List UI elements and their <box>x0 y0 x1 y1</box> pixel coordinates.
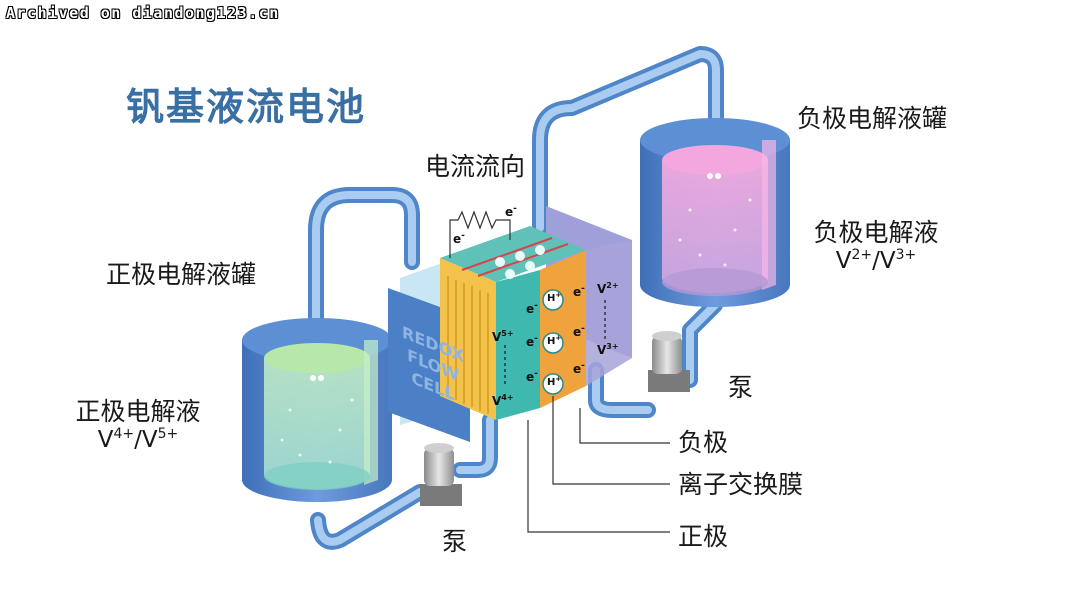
page-title: 钒基液流电池 <box>126 85 367 129</box>
electron-label-1: e- <box>526 301 538 317</box>
label-positive-tank: 正极电解液罐 <box>106 260 257 289</box>
pump-left <box>420 443 462 506</box>
leader-lines <box>527 396 670 533</box>
external-circuit <box>449 210 511 258</box>
label-pump-left: 泵 <box>442 527 468 556</box>
label-negative-electrolyte: 负极电解液 V2+/V3+ <box>806 218 946 276</box>
negative-tank <box>640 118 790 307</box>
negative-electrolyte-formula: V2+/V3+ <box>835 247 917 274</box>
positive-tank <box>242 318 392 502</box>
ion-exchange-membrane <box>496 270 540 420</box>
label-positive-electrolyte: 正极电解液 V4+/V5+ <box>68 397 208 455</box>
v-top-right-label: V2+ <box>597 281 619 297</box>
electron-label-3: e- <box>526 369 538 385</box>
circuit-electron-right: e- <box>505 204 517 220</box>
proton-label-1: H+ <box>547 291 562 305</box>
circuit-electron-left: e- <box>453 231 465 247</box>
electron-label-6: e- <box>573 361 585 377</box>
electron-label-2: e- <box>526 334 538 350</box>
electron-label-4: e- <box>573 284 585 300</box>
v-bot-right-label: V3+ <box>597 342 619 358</box>
electron-label-5: e- <box>573 324 585 340</box>
cell-stack <box>388 206 632 442</box>
positive-electrolyte-formula: V4+/V5+ <box>97 426 179 453</box>
v-top-left-label: V5+ <box>492 329 514 345</box>
label-negative-tank: 负极电解液罐 <box>797 104 948 133</box>
proton-label-2: H+ <box>547 334 562 348</box>
v-bot-left-label: V4+ <box>492 393 514 409</box>
label-ion-exchange-membrane: 离子交换膜 <box>678 470 804 499</box>
label-positive-electrode: 正极 <box>678 522 729 551</box>
pump-right <box>648 331 690 392</box>
proton-label-3: H+ <box>547 375 562 389</box>
positive-electrolyte-name: 正极电解液 <box>75 397 201 426</box>
watermark: Archived on diandong123.cn <box>6 4 280 22</box>
negative-electrolyte-name: 负极电解液 <box>813 218 939 247</box>
label-current-direction: 电流流向 <box>425 152 526 181</box>
positive-electrode <box>440 258 496 420</box>
label-negative-electrode: 负极 <box>678 428 729 457</box>
pipes <box>308 46 724 550</box>
label-pump-right: 泵 <box>728 373 754 402</box>
